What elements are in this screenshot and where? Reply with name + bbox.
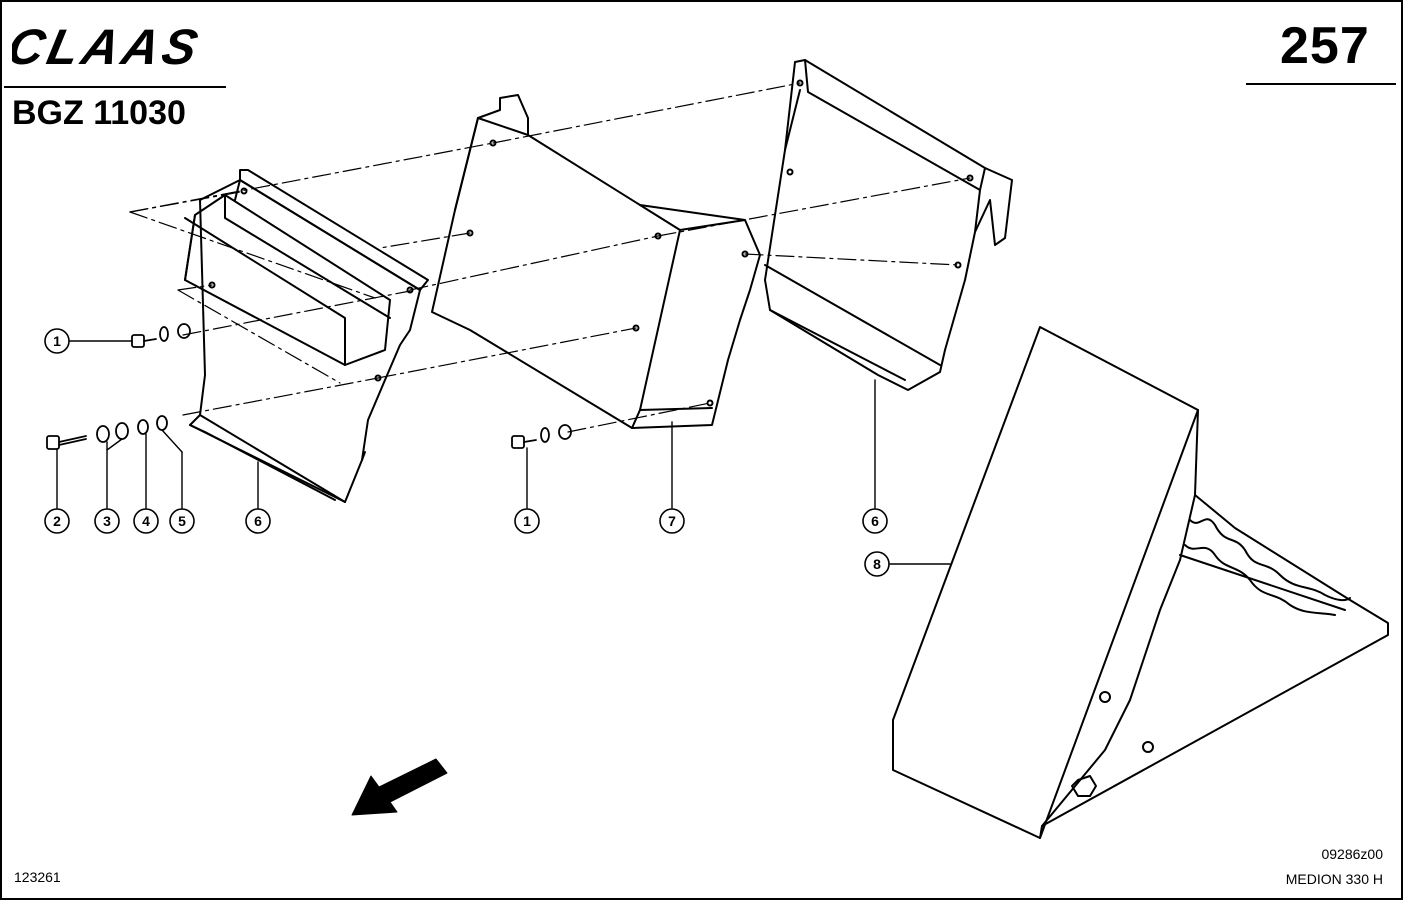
callout-bubble-6a: [245, 508, 271, 534]
callout-label-5: 5: [178, 513, 186, 529]
callout-bubble-4: [133, 508, 159, 534]
callout-label-7: 7: [668, 513, 676, 529]
callout-bubble-5: [169, 508, 195, 534]
left-chute-part: [184, 169, 429, 503]
callout-bubble-6b: [862, 508, 888, 534]
callout-label-8: 8: [873, 556, 881, 572]
callout-label-2: 2: [53, 513, 61, 529]
direction-arrow-icon: [351, 758, 448, 816]
callout-bubble-8: [864, 551, 890, 577]
callout-bubble-1a: [44, 328, 70, 354]
callout-bubble-1b: [514, 508, 540, 534]
callout-label-6b: 6: [871, 513, 879, 529]
assembly-lines: [129, 82, 971, 433]
callout-bubble-3: [94, 508, 120, 534]
callout-label-6a: 6: [254, 513, 262, 529]
header-rule-left: [4, 86, 226, 88]
drawing-reference: 09286z00: [1321, 846, 1383, 862]
callout-bubble-7: [659, 508, 685, 534]
callout-label-1b: 1: [523, 513, 531, 529]
callout-leaders: [56, 340, 951, 565]
page-number: 257: [1280, 17, 1370, 75]
footer-code: 123261: [14, 869, 61, 885]
callout-label-4: 4: [142, 513, 150, 529]
callout-bubbles: [44, 328, 890, 577]
callout-labels: 1 2 3 4 5 6 1 7 6 8: [53, 333, 881, 572]
claas-logo: CLAAS: [12, 20, 206, 72]
right-chute-part: [764, 59, 1013, 391]
header-rule-right: [1246, 83, 1396, 85]
logo-text: CLAAS: [12, 20, 206, 72]
large-chute-part: [892, 326, 1389, 839]
callout-bubble-2: [44, 508, 70, 534]
group-code: BGZ 11030: [12, 94, 186, 132]
middle-housing-part: [431, 94, 761, 429]
callout-label-1a: 1: [53, 333, 61, 349]
model-name: MEDION 330 H: [1285, 871, 1383, 887]
callout-label-3: 3: [103, 513, 111, 529]
